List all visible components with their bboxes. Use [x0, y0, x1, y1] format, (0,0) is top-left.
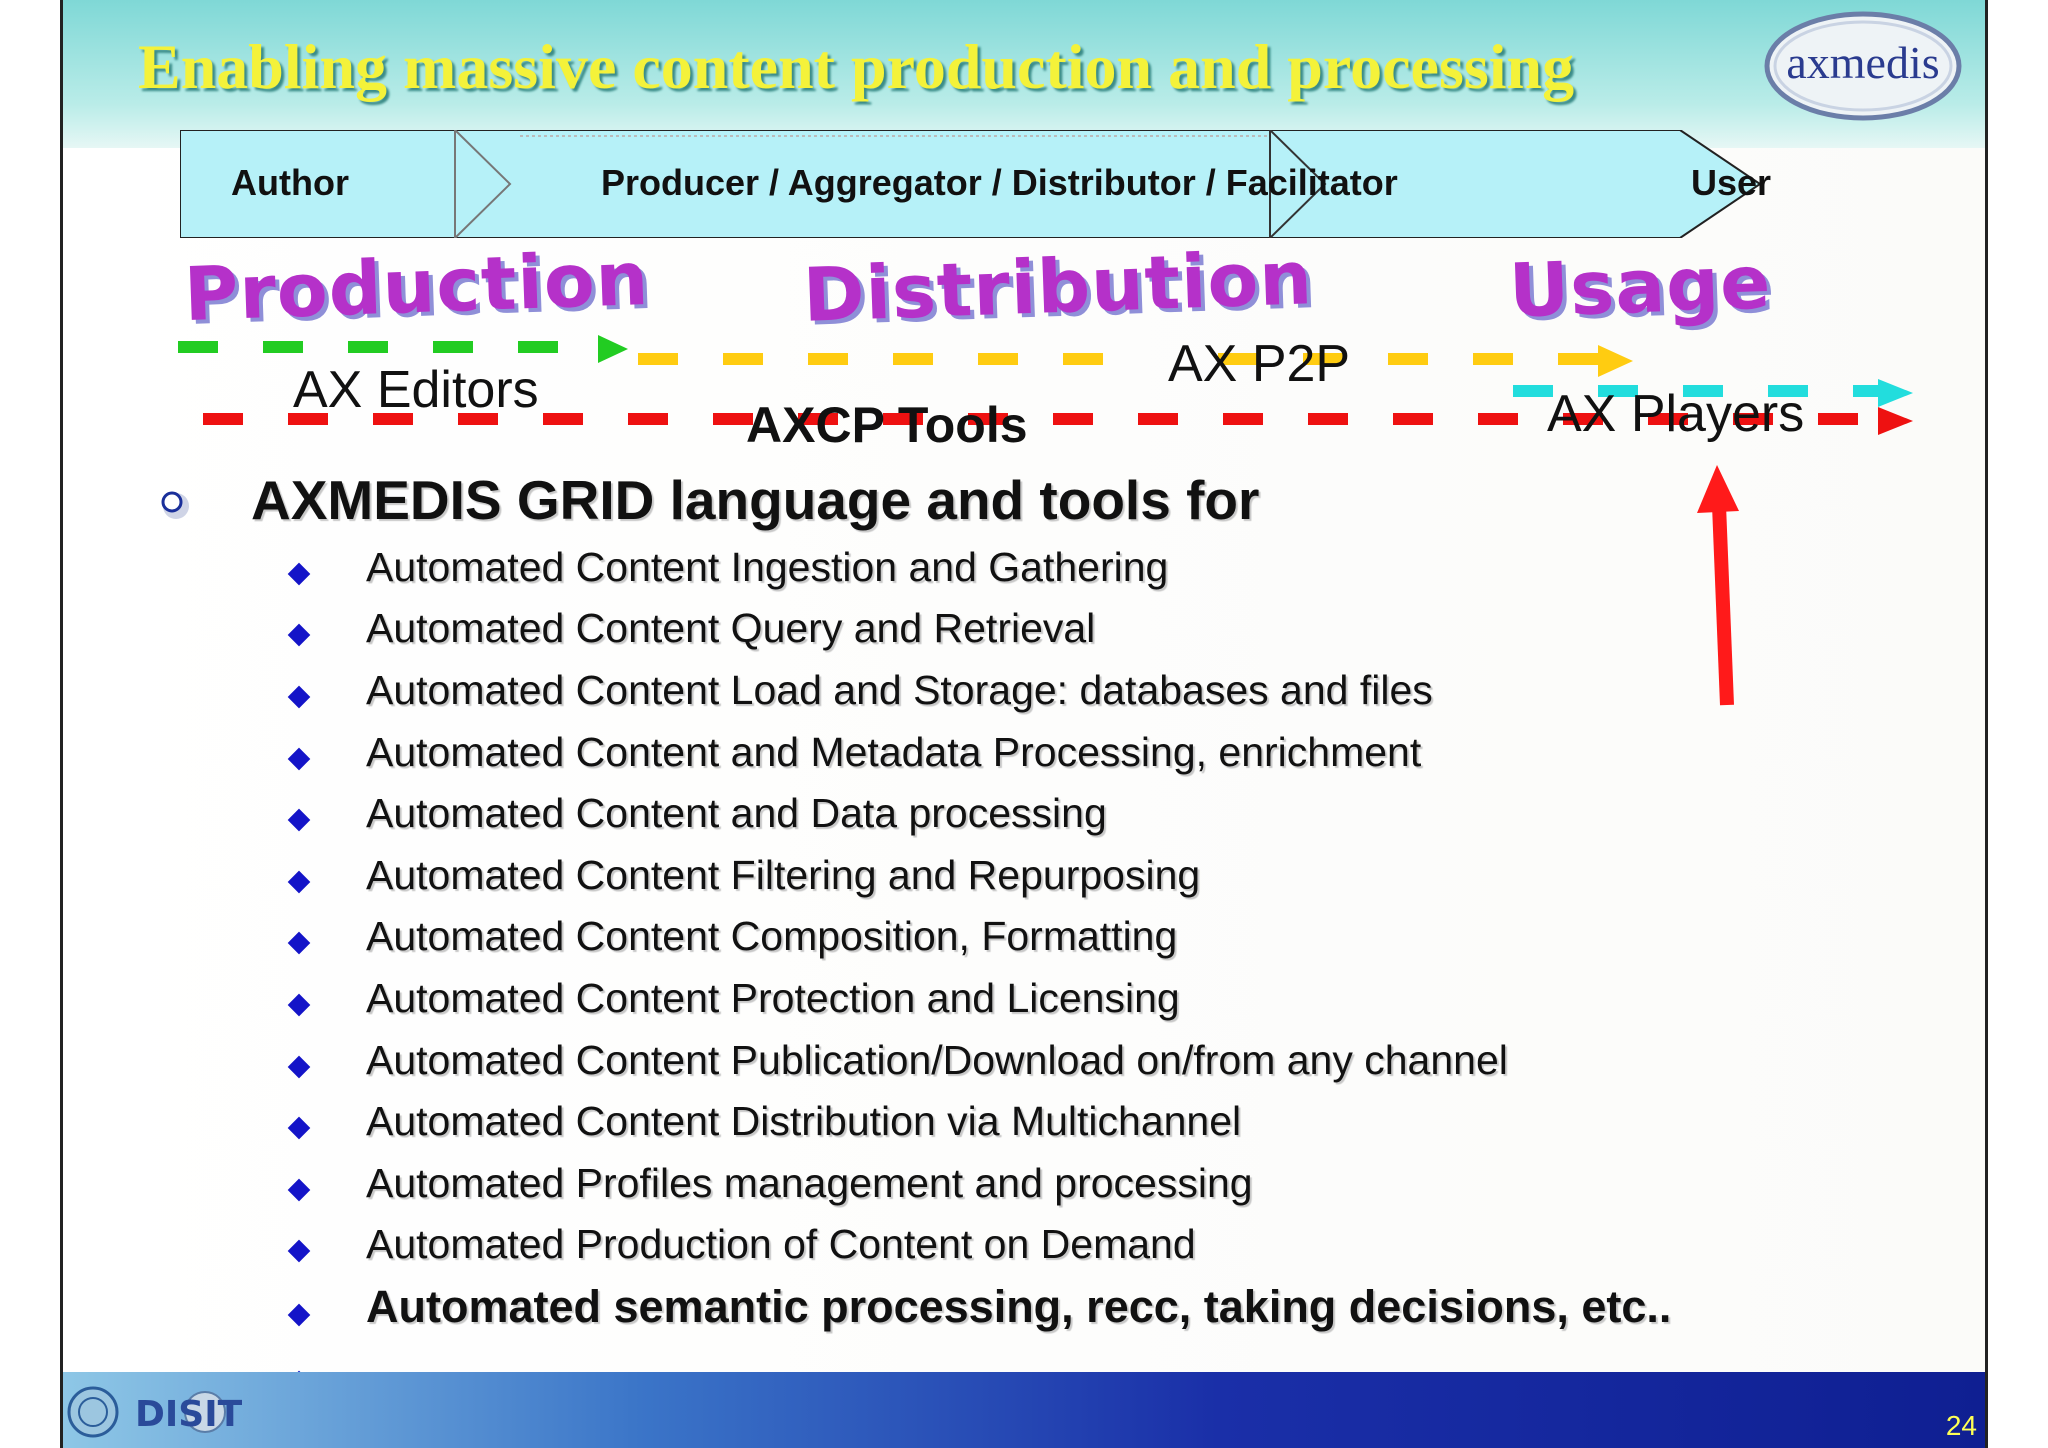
logo-text: axmedis	[1786, 37, 1939, 88]
footer-bar: DISIT 24	[63, 1372, 1985, 1448]
stage-author: Author	[231, 162, 349, 203]
diamond-bullet-icon	[287, 1303, 311, 1327]
yellow-arrowhead	[1598, 345, 1633, 377]
footer-logo-text: DISIT	[135, 1394, 243, 1435]
phase-distribution: Distribution	[801, 235, 1315, 339]
tool-ax-players: AX Players	[1547, 385, 1805, 443]
flow-arrows	[178, 335, 1913, 435]
diamond-bullet-icon	[287, 747, 311, 771]
diamond-bullet-icon	[287, 562, 311, 586]
diamond-bullet-icon	[287, 685, 311, 709]
tool-ax-p2p: AX P2P	[1168, 335, 1351, 393]
diamond-bullet-icon	[287, 1178, 311, 1202]
stage-producer: Producer / Aggregator / Distributor / Fa…	[601, 162, 1398, 203]
disit-logo: DISIT	[67, 1386, 243, 1438]
tool-ax-editors: AX Editors	[293, 361, 539, 419]
diamond-bullet-icon	[287, 993, 311, 1017]
red-up-arrow	[1697, 465, 1739, 706]
diamond-bullet-icon	[287, 931, 311, 955]
diamond-bullet-icon	[287, 1055, 311, 1079]
cyan-arrowhead	[1878, 379, 1913, 407]
diamond-bullet-icon	[287, 870, 311, 894]
value-chain-bar	[180, 130, 1762, 238]
section-heading: AXMEDIS GRID language and tools for	[251, 469, 1260, 531]
red-arrowhead	[1878, 407, 1913, 435]
phase-production: Production	[182, 235, 651, 339]
diamond-bullet-icon	[287, 1116, 311, 1140]
slide-title: Enabling massive content production and …	[138, 31, 1575, 102]
stage-user: User	[1691, 162, 1772, 203]
slide: Enabling massive content production and …	[60, 0, 1988, 1448]
diamond-bullet-icon	[287, 623, 311, 647]
green-arrowhead	[598, 335, 628, 363]
tool-axcp: AXCP Tools	[746, 397, 1028, 453]
diamond-bullet-icon	[287, 808, 311, 832]
title-bar: Enabling massive content production and …	[63, 0, 1985, 148]
diamond-bullet-icon	[287, 1239, 311, 1263]
axmedis-logo: axmedis	[1764, 11, 1962, 121]
phase-usage: Usage	[1507, 239, 1773, 335]
main-bullet-circle-icon	[161, 491, 189, 519]
page-number: 24	[1945, 1410, 1977, 1441]
